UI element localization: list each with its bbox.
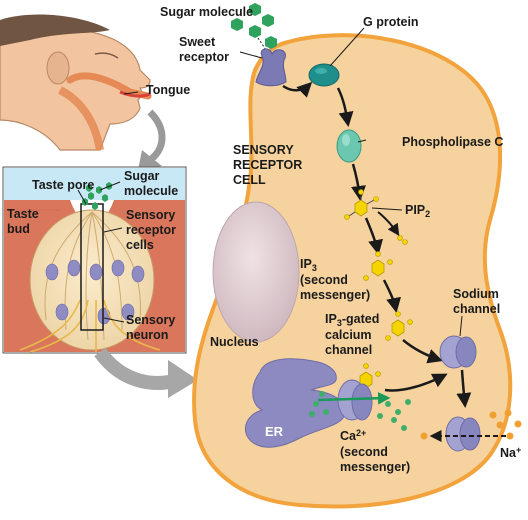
zoom-arrow-to-cell — [94, 347, 180, 390]
phospholipase-c — [336, 129, 362, 163]
sodium-channel — [439, 335, 477, 369]
label-ip3-line3: messenger) — [300, 288, 370, 302]
label-sensory-neuron-2: neuron — [126, 328, 168, 342]
label-sweet-receptor-line1: Sweet — [179, 35, 216, 49]
label-ca-line1: Ca2+ — [340, 428, 366, 443]
g-protein — [308, 63, 340, 87]
label-ip3-gated-line3: channel — [325, 343, 372, 357]
label-sugar-molecule: Sugar molecule — [160, 5, 253, 19]
label-pip2: PIP2 — [405, 203, 430, 219]
label-g-protein: G protein — [363, 15, 419, 29]
label-nucleus: Nucleus — [210, 335, 259, 349]
sodium-ions — [420, 409, 522, 440]
label-er: ER — [265, 424, 284, 439]
label-na: Na+ — [500, 445, 521, 460]
taste-bud-inset — [2, 166, 187, 354]
label-sensory-receptor-cells-2: receptor — [126, 223, 176, 237]
label-taste-bud-2: bud — [7, 222, 30, 236]
label-sodium-channel-1: Sodium — [453, 287, 499, 301]
label-sugar-molecule-inset-1: Sugar — [124, 169, 160, 183]
head-illustration — [0, 14, 152, 151]
sweet-receptor — [255, 48, 287, 87]
label-tongue: Tongue — [146, 83, 190, 97]
leader-lines — [123, 27, 463, 337]
label-ca-line3: messenger) — [340, 460, 410, 474]
label-ip3-line2: (second — [300, 273, 348, 287]
ip3-molecule-2 — [385, 311, 413, 341]
calcium-ions — [309, 391, 411, 431]
label-sweet-receptor-line2: receptor — [179, 50, 229, 64]
label-phospholipase-c: Phospholipase C — [402, 135, 503, 149]
pip2-molecule — [344, 189, 379, 220]
sodium-channel-open — [445, 416, 481, 452]
label-ip3-gated-line1: IP3-gated — [325, 312, 379, 328]
sensory-neuron-fibers — [19, 299, 161, 353]
zoom-arrow-to-inset — [147, 109, 166, 163]
pathway-arrows — [282, 81, 472, 408]
label-sensory-receptor-cell-1: SENSORY — [233, 143, 294, 157]
ip3-molecule — [363, 251, 393, 281]
label-taste-pore: Taste pore — [32, 178, 94, 192]
label-ip3-line1: IP3 — [300, 257, 317, 273]
label-ca-line2: (second — [340, 445, 388, 459]
label-ip3-gated-line2: calcium — [325, 328, 372, 342]
label-sugar-molecule-inset-2: molecule — [124, 184, 178, 198]
receptor-cell-nuclei — [45, 259, 145, 325]
label-sensory-receptor-cells-3: cells — [126, 238, 154, 252]
label-sensory-receptor-cell-3: CELL — [233, 173, 266, 187]
label-sensory-receptor-cell-2: RECEPTOR — [233, 158, 302, 172]
dag-fragment — [377, 211, 408, 245]
sugar-molecules — [231, 3, 277, 49]
nucleus — [212, 201, 300, 343]
label-taste-bud-1: Taste — [7, 207, 39, 221]
calcium-flow-arrow — [317, 392, 391, 405]
label-sodium-channel-2: channel — [453, 302, 500, 316]
label-sensory-receptor-cells-1: Sensory — [126, 208, 175, 222]
label-sensory-neuron-1: Sensory — [126, 313, 175, 327]
